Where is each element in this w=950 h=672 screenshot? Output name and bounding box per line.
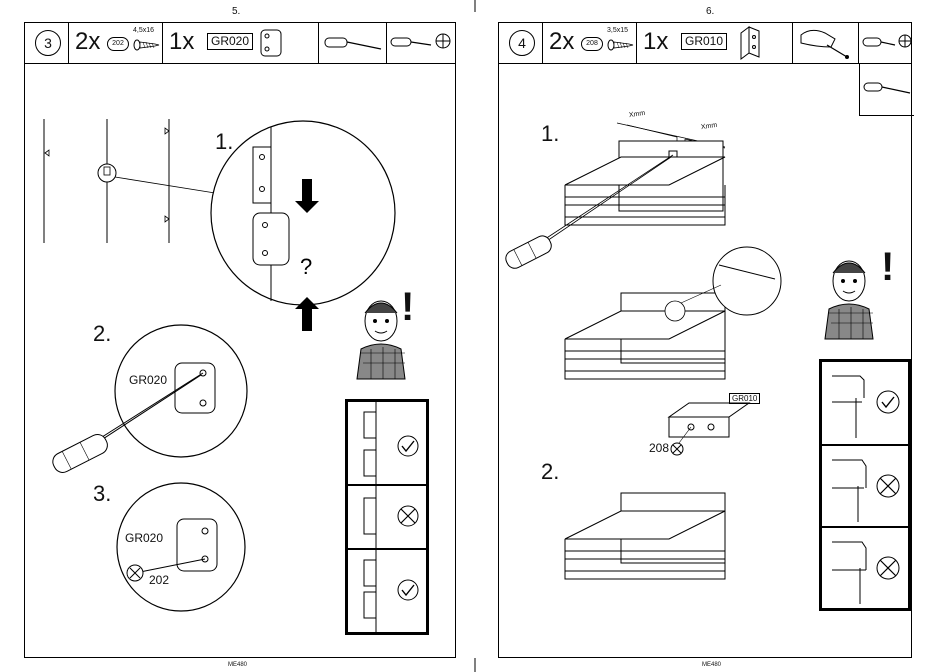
- screw-qty: 2x: [75, 28, 100, 56]
- step-cell: 3: [25, 23, 69, 63]
- question-mark: ?: [300, 254, 312, 279]
- step-cell-right: 4: [499, 23, 543, 63]
- ok-icon-right: [877, 391, 899, 413]
- page-right: 4 2x 208 3,5x15 1x GR010: [498, 22, 912, 658]
- step-2-drawer-illustration: [499, 393, 799, 593]
- screwdriver-icon: [319, 23, 385, 63]
- exclamation-mark: !: [401, 285, 414, 330]
- step-number-badge-right: 4: [509, 30, 535, 56]
- header-row-left: 3 2x 202 4,5x16 1x GR020: [25, 23, 455, 64]
- part-qty: 1x: [169, 28, 194, 56]
- screw-cell-right: 2x 208 3,5x15: [543, 23, 637, 63]
- check-panel-right: [819, 359, 911, 611]
- mascot-illustration: [351, 293, 431, 383]
- tool-cell-2: [387, 23, 457, 63]
- header-row-right: 4 2x 208 3,5x15 1x GR010: [499, 23, 911, 64]
- step-number-badge: 3: [35, 30, 61, 56]
- hinge-plate-icon: [259, 28, 285, 58]
- part-code-right: GR010: [681, 33, 727, 50]
- step-1-drawer-illustration: [499, 103, 799, 443]
- ok-icon-2: [398, 580, 418, 600]
- exclamation-mark-right: !: [881, 245, 894, 290]
- callout-gr020-a: GR020: [129, 373, 167, 387]
- bracket-icon: [737, 25, 767, 61]
- callout-screw-202: 202: [149, 573, 169, 587]
- check-panel-drawings: [348, 402, 426, 632]
- part-cell-right: 1x GR010: [637, 23, 793, 63]
- part-qty-right: 1x: [643, 28, 668, 56]
- screw-qty-right: 2x: [549, 28, 574, 56]
- screw-code-badge: 202: [107, 37, 129, 51]
- screw-cell: 2x 202 4,5x16: [69, 23, 163, 63]
- check-panel-right-drawings: [822, 362, 908, 608]
- ok-icon: [398, 436, 418, 456]
- screw-icon: [133, 39, 163, 53]
- screw-code-badge-right: 208: [581, 37, 603, 51]
- screwdriver-crosshead-icon: [387, 23, 457, 63]
- part-cell: 1x GR020: [163, 23, 319, 63]
- hammer-tool-icon: [793, 23, 859, 63]
- screw-size-right: 3,5x15: [607, 27, 628, 34]
- tool-cell-right-1: [793, 23, 859, 63]
- callout-gr010: GR010: [729, 393, 760, 404]
- callout-gr020-b: GR020: [125, 531, 163, 545]
- screwdriver-crosshead-icon: [859, 23, 913, 63]
- part-code: GR020: [207, 33, 253, 50]
- tool-cell-1: [319, 23, 387, 63]
- screw-icon-right: [607, 39, 637, 53]
- screw-size: 4,5x16: [133, 27, 154, 34]
- tool-cell-right-3: [859, 63, 914, 116]
- check-panel-left: [345, 399, 429, 635]
- page-left: 3 2x 202 4,5x16 1x GR020: [24, 22, 456, 658]
- screwdriver-icon: [860, 63, 914, 115]
- callout-screw-208: 208: [649, 441, 669, 455]
- tool-cell-right-2: [859, 23, 913, 63]
